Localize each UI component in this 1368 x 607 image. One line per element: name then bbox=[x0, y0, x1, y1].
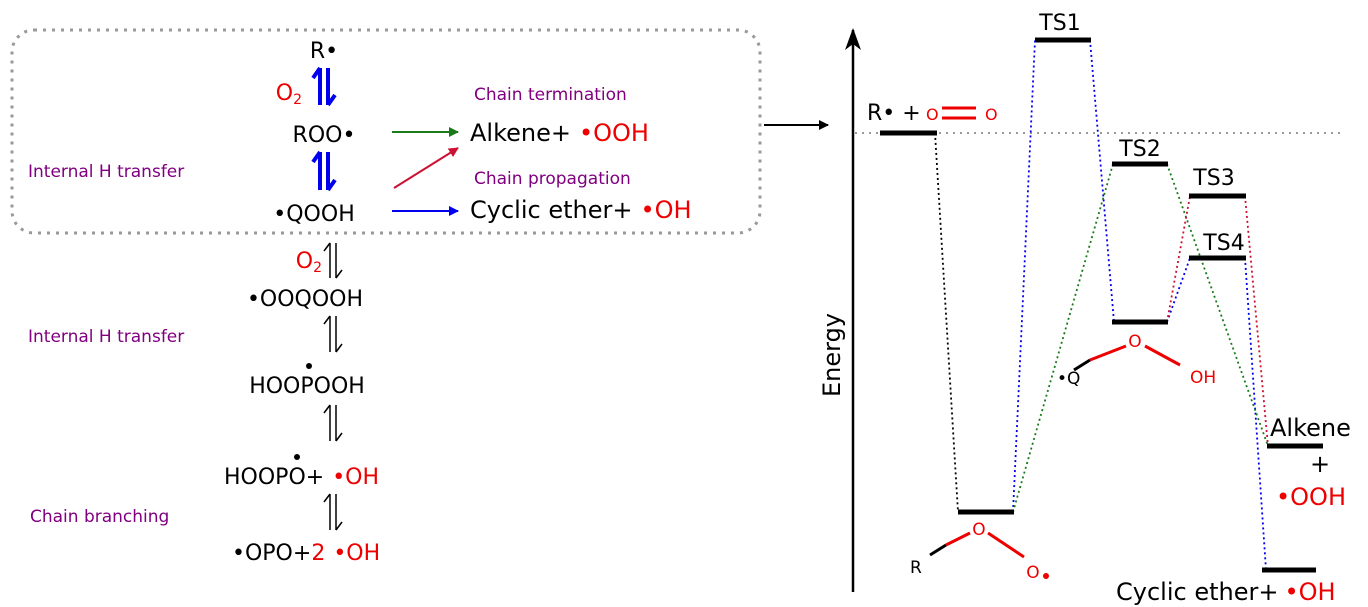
roo-o1: O bbox=[972, 520, 985, 540]
r-radical: R• bbox=[310, 39, 338, 64]
roo-radical: ROO• bbox=[293, 123, 356, 148]
connectors-red bbox=[1166, 195, 1269, 447]
cyclic-ether-product: Cyclic ether+•OH bbox=[470, 196, 692, 224]
ts1-label: TS1 bbox=[1038, 11, 1080, 36]
arrow-propagation-red bbox=[393, 147, 459, 189]
cyclic-ether-label: Cyclic ether+•OH bbox=[1116, 578, 1336, 606]
hoopooh: HOOPOOH bbox=[249, 374, 365, 399]
chain-branching-label: Chain branching bbox=[30, 507, 169, 527]
roo-o2: O bbox=[1026, 563, 1039, 583]
roo-r: R bbox=[910, 558, 922, 578]
hoopo-products: HOOPO+•OH bbox=[224, 465, 379, 490]
o2-label-mid: O2 bbox=[296, 249, 322, 276]
ooh-product: •OOH bbox=[1276, 483, 1346, 511]
roo-structure: R O O bbox=[910, 520, 1049, 583]
qooh-radical: •QOOH bbox=[273, 202, 354, 227]
qooh-oh: OH bbox=[1190, 368, 1216, 388]
ts3-label: TS3 bbox=[1192, 166, 1234, 191]
connectors-black bbox=[934, 132, 959, 513]
radical-dot-hoopo bbox=[294, 454, 300, 460]
alkene-product: Alkene+•OOH bbox=[470, 119, 649, 147]
reactant-o2-atom-1: O bbox=[926, 105, 939, 124]
equilibrium-arrow-3 bbox=[323, 242, 343, 279]
qooh-o: O bbox=[1128, 332, 1141, 352]
equilibrium-arrow-5 bbox=[323, 404, 343, 442]
equilibrium-arrow-4 bbox=[323, 315, 343, 353]
radical-dot-hoopooh bbox=[306, 363, 312, 369]
low-temp-box bbox=[10, 28, 762, 235]
internal-h-transfer-label-2: Internal H transfer bbox=[28, 327, 184, 347]
alkene-plus: + bbox=[1310, 450, 1330, 478]
equilibrium-arrow-6 bbox=[323, 493, 343, 531]
connectors-green bbox=[1012, 163, 1269, 513]
reactant-label: R• + bbox=[867, 101, 921, 126]
equilibrium-arrow-blue-2 bbox=[311, 150, 337, 192]
connectors-blue bbox=[1012, 39, 1267, 571]
ts2-label: TS2 bbox=[1118, 137, 1160, 162]
qooh-structure: •Q O OH bbox=[1057, 332, 1216, 389]
qooh-q: •Q bbox=[1057, 369, 1080, 389]
energy-levels bbox=[880, 37, 1323, 573]
reactant-o2-atom-2: O bbox=[985, 105, 998, 124]
ooqooh-radical: •OOQOOH bbox=[247, 287, 363, 312]
chain-termination-label: Chain termination bbox=[474, 85, 627, 105]
o2-label-top: O2 bbox=[276, 81, 302, 108]
chain-propagation-label: Chain propagation bbox=[474, 169, 631, 189]
internal-h-transfer-label-1: Internal H transfer bbox=[28, 162, 184, 182]
ts4-label: TS4 bbox=[1202, 231, 1244, 256]
energy-axis-label: Energy bbox=[818, 313, 846, 397]
opo-products: •OPO+2•OH bbox=[232, 541, 380, 566]
equilibrium-arrow-blue-1 bbox=[311, 66, 337, 107]
alkene-label: Alkene bbox=[1270, 414, 1351, 442]
